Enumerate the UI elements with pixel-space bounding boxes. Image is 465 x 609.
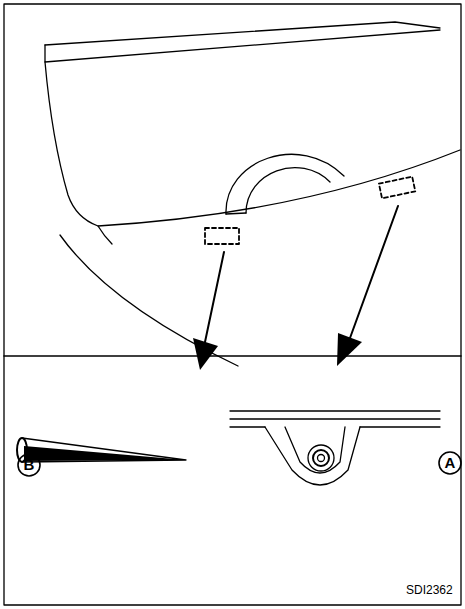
camera-lens xyxy=(308,445,334,471)
trim-line xyxy=(230,410,440,411)
frame-border xyxy=(4,4,461,605)
roof-line xyxy=(45,30,440,62)
camera-lens xyxy=(313,450,329,466)
callout-letter: A xyxy=(439,452,461,474)
camera-housing-inner xyxy=(285,427,345,473)
figure-code: SDI2362 xyxy=(406,583,453,597)
callout-letter: B xyxy=(18,454,40,476)
callout-circle xyxy=(439,452,461,474)
body-line xyxy=(98,226,112,244)
location-box xyxy=(205,228,239,244)
arrow-head xyxy=(337,333,362,366)
pointer-arrow xyxy=(350,206,398,338)
wiper-housing-inner xyxy=(246,168,330,213)
view-cone xyxy=(22,438,186,462)
camera-housing xyxy=(265,427,360,485)
arrow-head xyxy=(193,338,218,370)
view-cone-fill xyxy=(24,446,186,461)
wiper-housing-edge xyxy=(226,213,246,214)
location-box xyxy=(379,177,415,199)
pointer-arrow xyxy=(205,252,224,342)
camera-lens xyxy=(318,455,325,462)
wiper-housing xyxy=(226,154,344,214)
trim-line xyxy=(360,426,440,427)
rear-glass xyxy=(45,62,460,226)
divider-line xyxy=(4,355,461,357)
spoiler-line xyxy=(45,22,440,45)
trim-line xyxy=(230,418,440,419)
trim-line xyxy=(230,426,265,427)
